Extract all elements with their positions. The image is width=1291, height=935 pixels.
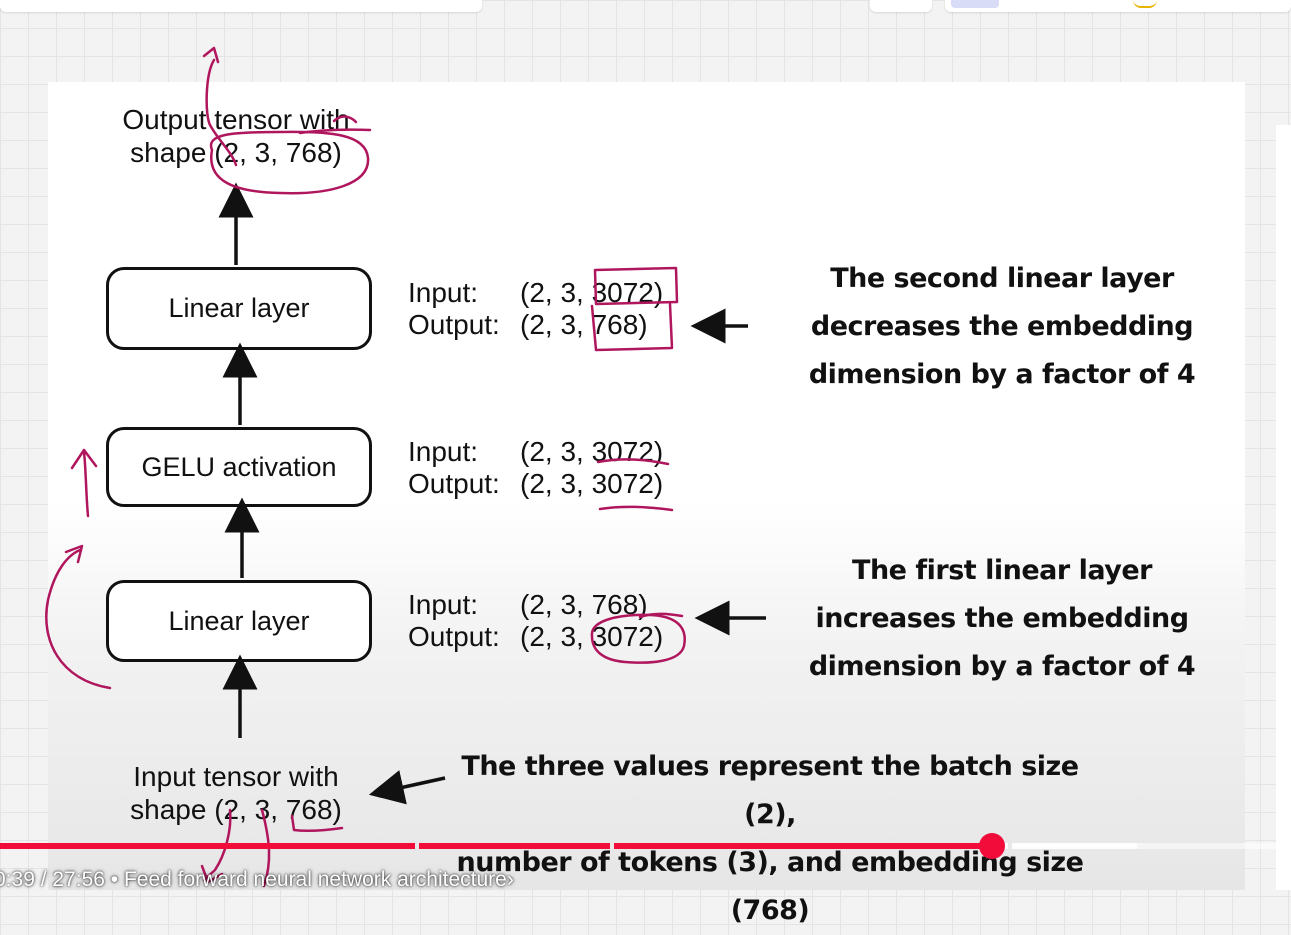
chapter-chevron-icon[interactable]: ›: [506, 868, 514, 891]
note-first-linear-layer: The first linear layer increases the emb…: [800, 547, 1204, 691]
linear-layer-2-label: Linear layer: [168, 293, 310, 323]
io-output-key: Output:: [408, 621, 500, 652]
annotation-output-top-hook: [202, 46, 220, 64]
note-line: (768): [730, 895, 810, 926]
progress-scrubber-handle[interactable]: [979, 833, 1005, 859]
io-input-value: (2, 3, 3072): [520, 436, 664, 467]
note-line: The second linear layer: [830, 263, 1174, 294]
io-gelu: Input: (2, 3, 3072) Output: (2, 3, 3072): [408, 436, 663, 500]
note-line: increases the embedding: [815, 603, 1189, 634]
right-side-panel: [1276, 125, 1291, 890]
io-input-key: Input:: [408, 436, 479, 467]
linear-layer-1-label: Linear layer: [168, 605, 310, 636]
time-separator: •: [104, 868, 124, 891]
input-tensor-shape: shape (2, 3, 768): [130, 794, 342, 825]
chapter-marker[interactable]: [415, 843, 419, 849]
io-linear-layer-1: Input: (2, 3, 768) Output: (2, 3, 3072): [408, 589, 663, 653]
note-line: dimension by a factor of 4: [808, 359, 1196, 390]
gelu-activation-label: GELU activation: [141, 451, 337, 482]
input-tensor-line1: Input tensor with: [133, 761, 339, 792]
note-line: The first linear layer: [852, 555, 1152, 586]
gelu-activation-box: GELU activation: [106, 427, 372, 507]
note-line: decreases the embedding: [810, 311, 1194, 342]
chapter-title-button[interactable]: Feed forward neural network architecture: [123, 868, 507, 891]
toolbar-fragment-left: [0, 0, 482, 12]
chapter-marker[interactable]: [1008, 843, 1012, 849]
io-output-value: (2, 3, 768): [520, 309, 648, 340]
io-input-key: Input:: [408, 277, 479, 308]
time-and-chapter: 0:39 / 27:56 • Feed forward neural netwo…: [0, 868, 514, 892]
io-output-value: (2, 3, 3072): [520, 468, 664, 499]
note-line: number of tokens (3), and embedding size: [456, 847, 1084, 878]
note-line: dimension by a factor of 4: [808, 651, 1196, 682]
toolbar-share-icon[interactable]: [1133, 0, 1157, 8]
note-second-linear-layer: The second linear layer decreases the em…: [800, 255, 1204, 399]
io-linear-layer-2: Input: (2, 3, 3072) Output: (2, 3, 768): [408, 277, 663, 341]
time-display: 0:39 / 27:56: [0, 868, 105, 891]
toolbar-fragment-right: [945, 0, 1291, 12]
io-output-key: Output:: [408, 309, 500, 340]
output-tensor-label: Output tensor with shape (2, 3, 768): [98, 103, 374, 169]
output-tensor-line1: Output tensor with: [122, 104, 350, 135]
io-input-key: Input:: [408, 589, 479, 620]
toolbar-selected-chip[interactable]: [951, 0, 999, 8]
io-output-value: (2, 3, 3072): [520, 621, 664, 652]
progress-played: [0, 843, 992, 849]
io-output-key: Output:: [408, 468, 500, 499]
io-input-value: (2, 3, 768): [520, 589, 648, 620]
io-input-value: (2, 3, 3072): [520, 277, 664, 308]
input-tensor-label: Input tensor with shape (2, 3, 768): [104, 760, 368, 826]
output-tensor-shape: shape (2, 3, 768): [130, 137, 342, 168]
toolbar-fragment-mid: [870, 0, 932, 12]
progress-buffered: [992, 843, 1137, 849]
linear-layer-2-box: Linear layer: [106, 267, 372, 350]
linear-layer-1-box: Linear layer: [106, 580, 372, 662]
note-line: The three values represent the batch siz…: [461, 751, 1079, 830]
chapter-marker[interactable]: [610, 843, 614, 849]
